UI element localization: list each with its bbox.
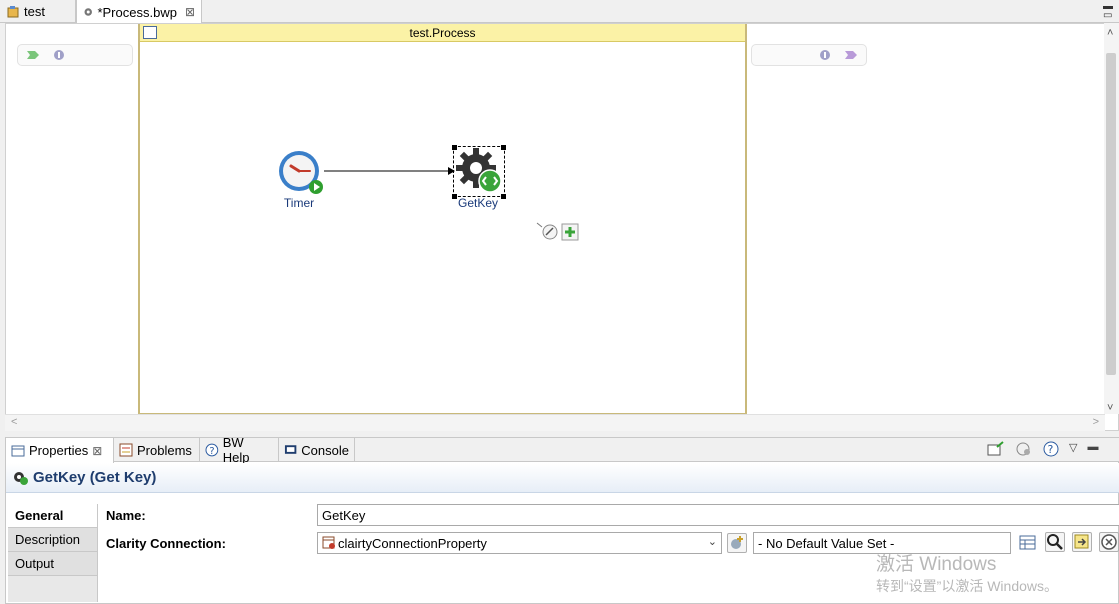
start-arrow-icon: [27, 51, 39, 59]
table-icon[interactable]: [1018, 534, 1038, 552]
clear-button[interactable]: [1099, 532, 1119, 552]
side-tab-description[interactable]: Description: [8, 528, 97, 552]
tab-label: Problems: [137, 442, 192, 458]
selection-handle[interactable]: [452, 194, 457, 199]
problems-icon: [119, 443, 133, 457]
process-container[interactable]: test.Process: [138, 24, 747, 415]
scroll-left-icon[interactable]: <: [11, 416, 18, 428]
properties-title: GetKey (Get Key): [33, 469, 157, 486]
bottom-tab-bar: Properties ⊠ Problems ? BW Help Console …: [6, 435, 1119, 465]
tab-test[interactable]: test: [0, 0, 76, 23]
minimize-maximize-buttons[interactable]: ▬▭: [1103, 1, 1113, 21]
svg-text:?: ?: [209, 446, 214, 457]
info-icon: [820, 50, 830, 60]
editor-tab-bar: test *Process.bwp ⊠ ▬▭: [0, 0, 1119, 24]
clarity-connection-select[interactable]: clairtyConnectionProperty ⌄: [317, 532, 722, 554]
scroll-up-icon[interactable]: ˄: [1107, 27, 1114, 39]
svg-text:?: ?: [1048, 443, 1054, 456]
properties-panel: Properties ⊠ Problems ? BW Help Console …: [5, 435, 1119, 604]
tab-properties[interactable]: Properties ⊠: [6, 438, 114, 463]
timer-activity-icon[interactable]: [277, 150, 325, 196]
timer-label[interactable]: Timer: [283, 196, 315, 210]
console-icon: [284, 445, 297, 454]
properties-titlebar: GetKey (Get Key): [6, 463, 1119, 493]
minimize-icon[interactable]: ▬: [1087, 441, 1099, 453]
activity-gear-icon: [14, 472, 28, 485]
close-icon[interactable]: ⊠: [184, 5, 195, 19]
tab-label: Properties: [29, 443, 89, 458]
vertical-scrollbar[interactable]: ˄ ˅: [1104, 23, 1119, 414]
search-button[interactable]: [1045, 532, 1065, 552]
selection-handle[interactable]: [452, 145, 457, 150]
process-gear-icon: [84, 8, 92, 16]
create-shared-resource-button[interactable]: [727, 533, 747, 553]
scroll-thumb[interactable]: [1106, 53, 1116, 375]
getkey-label[interactable]: GetKey: [457, 196, 499, 210]
properties-icon: [11, 445, 25, 456]
tab-label: Console: [301, 442, 349, 458]
process-title: test.Process: [409, 26, 476, 40]
tab-label: test: [24, 4, 45, 19]
tab-label: BW Help: [222, 435, 250, 465]
scroll-down-icon[interactable]: ˅: [1107, 402, 1114, 414]
selection-box[interactable]: [453, 146, 505, 197]
activation-watermark-title: 激活 Windows: [876, 554, 997, 575]
property-icon: [322, 536, 335, 549]
tab-problems[interactable]: Problems: [114, 438, 200, 462]
horizontal-scrollbar[interactable]: < >: [5, 414, 1105, 431]
transition-arrow[interactable]: [324, 165, 456, 177]
process-end-lane[interactable]: [751, 44, 867, 66]
scroll-right-icon[interactable]: >: [1092, 416, 1099, 428]
name-input[interactable]: GetKey: [317, 504, 1119, 526]
info-icon: [54, 50, 64, 60]
end-arrow-icon: [845, 51, 857, 59]
clarity-connection-label: Clarity Connection:: [106, 536, 226, 551]
activation-watermark-subtitle: 转到“设置”以激活 Windows。: [876, 578, 1059, 594]
project-icon: [7, 5, 19, 17]
side-tab-output[interactable]: Output: [8, 552, 97, 576]
assign-icon: [1074, 534, 1089, 549]
selection-handle[interactable]: [501, 194, 506, 199]
tab-label: *Process.bwp: [97, 4, 177, 20]
name-label: Name:: [106, 508, 146, 523]
view-menu-icon[interactable]: ▽: [1069, 442, 1078, 454]
properties-side-tabs: General Description Output: [8, 504, 98, 602]
help-icon[interactable]: ?: [1043, 441, 1059, 457]
tab-bw-help[interactable]: ? BW Help: [200, 435, 279, 465]
table-icon: [143, 26, 157, 39]
search-icon: [1047, 534, 1063, 550]
tab-process-bwp[interactable]: *Process.bwp ⊠: [76, 0, 202, 24]
process-starter-lane[interactable]: [17, 44, 133, 66]
default-value-field[interactable]: - No Default Value Set -: [753, 532, 1011, 554]
help-icon: ?: [205, 443, 219, 457]
clear-icon: [1101, 534, 1117, 550]
pin-icon[interactable]: [987, 441, 1005, 457]
panel-toolbar: ? ▽ ▬: [987, 441, 1098, 457]
activity-quick-tools[interactable]: [536, 222, 580, 242]
assign-button[interactable]: [1072, 532, 1092, 552]
resource-add-icon: [731, 536, 743, 549]
process-header: test.Process: [140, 24, 745, 42]
gear-activity-icon[interactable]: [455, 147, 505, 197]
side-tab-general[interactable]: General: [8, 504, 97, 528]
chevron-down-icon[interactable]: ⌄: [707, 536, 717, 548]
filter-icon[interactable]: [1015, 441, 1033, 457]
selection-handle[interactable]: [501, 145, 506, 150]
tab-console[interactable]: Console: [279, 438, 355, 462]
close-icon[interactable]: ⊠: [92, 443, 103, 458]
clarity-connection-value: clairtyConnectionProperty: [338, 535, 487, 551]
